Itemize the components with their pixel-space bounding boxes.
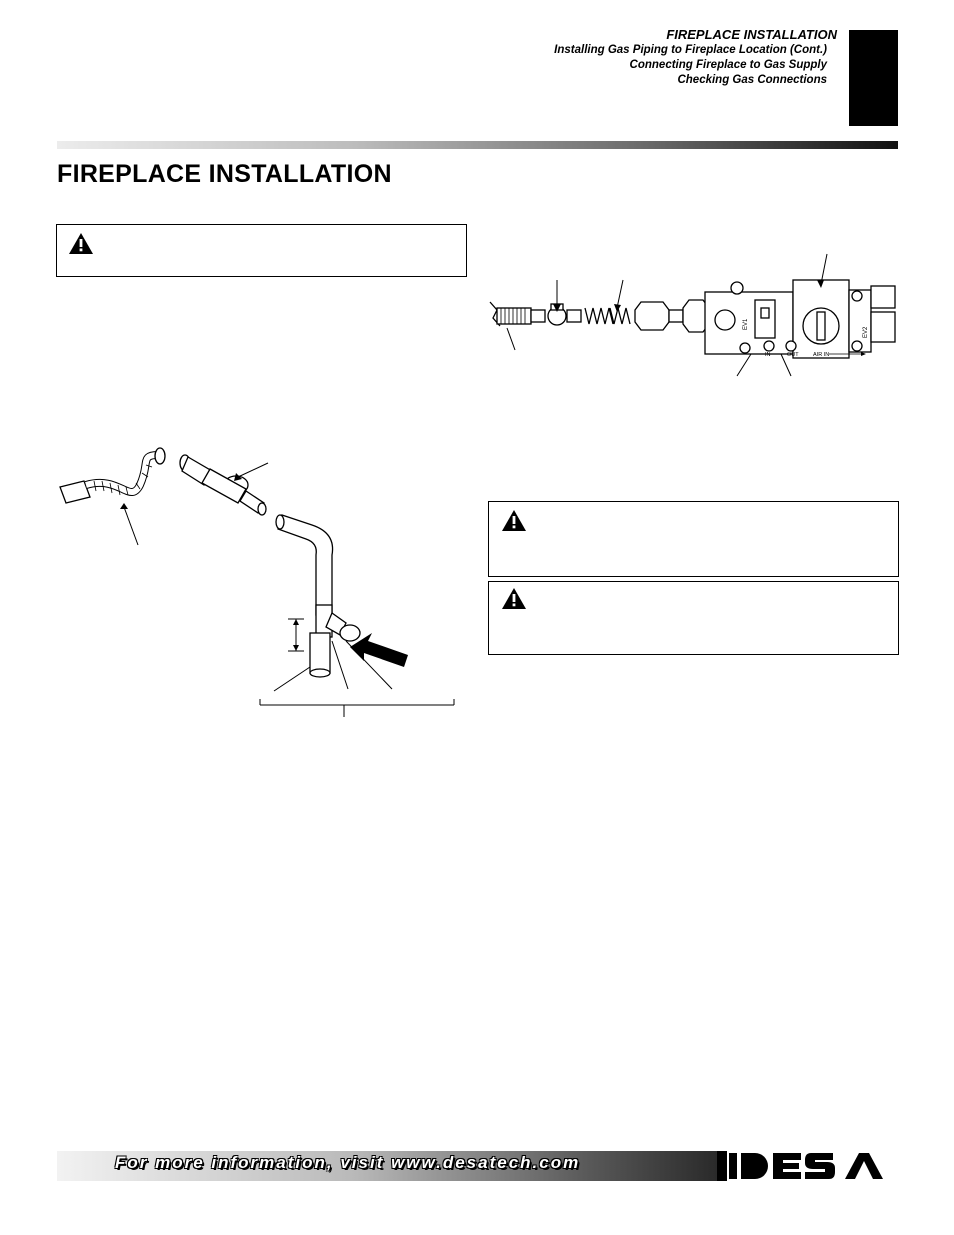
footer-divider (717, 1151, 727, 1181)
warning-triangle-icon (502, 588, 526, 609)
sediment-trap-cap (309, 632, 331, 674)
in-label: IN (765, 352, 771, 358)
warning-triangle-icon (69, 233, 93, 254)
footer-link-text[interactable]: For more information, visit www.desatech… (115, 1153, 581, 1172)
bracket (259, 699, 455, 717)
gas-valve-diagram: EV1 EV2 IN OUT AIR IN (489, 253, 896, 377)
header-subtitle-3: Checking Gas Connections (677, 74, 827, 86)
warning-box-right-1 (488, 501, 899, 577)
sediment-trap-diagram (59, 447, 455, 717)
out-label: OUT (787, 352, 799, 358)
header-section-title: FIREPLACE INSTALLATION (666, 27, 837, 42)
header-subtitle-2: Connecting Fireplace to Gas Supply (629, 59, 827, 71)
flex-connector-fitting (59, 480, 91, 504)
pipe-sealant (584, 307, 614, 325)
elbow-pipe (277, 514, 334, 616)
warning-box-left (56, 224, 467, 277)
footer-bar (57, 1151, 717, 1181)
desa-logo (727, 1149, 899, 1183)
valve-leader-lines (506, 253, 828, 377)
ev1-label: EV1 (743, 318, 749, 330)
page-title: FIREPLACE INSTALLATION (57, 160, 392, 188)
warning-box-right-2 (488, 581, 899, 655)
header-subtitle-1: Installing Gas Piping to Fireplace Locat… (554, 44, 827, 56)
trap-leader-lines (123, 462, 393, 692)
arrow-icon (350, 633, 408, 667)
header-rule (57, 141, 898, 149)
section-tab (849, 30, 898, 126)
warning-triangle-icon (502, 510, 526, 531)
ev2-label: EV2 (863, 326, 869, 338)
gas-line-pipe (496, 307, 532, 325)
air-in-label: AIR IN (813, 352, 829, 358)
